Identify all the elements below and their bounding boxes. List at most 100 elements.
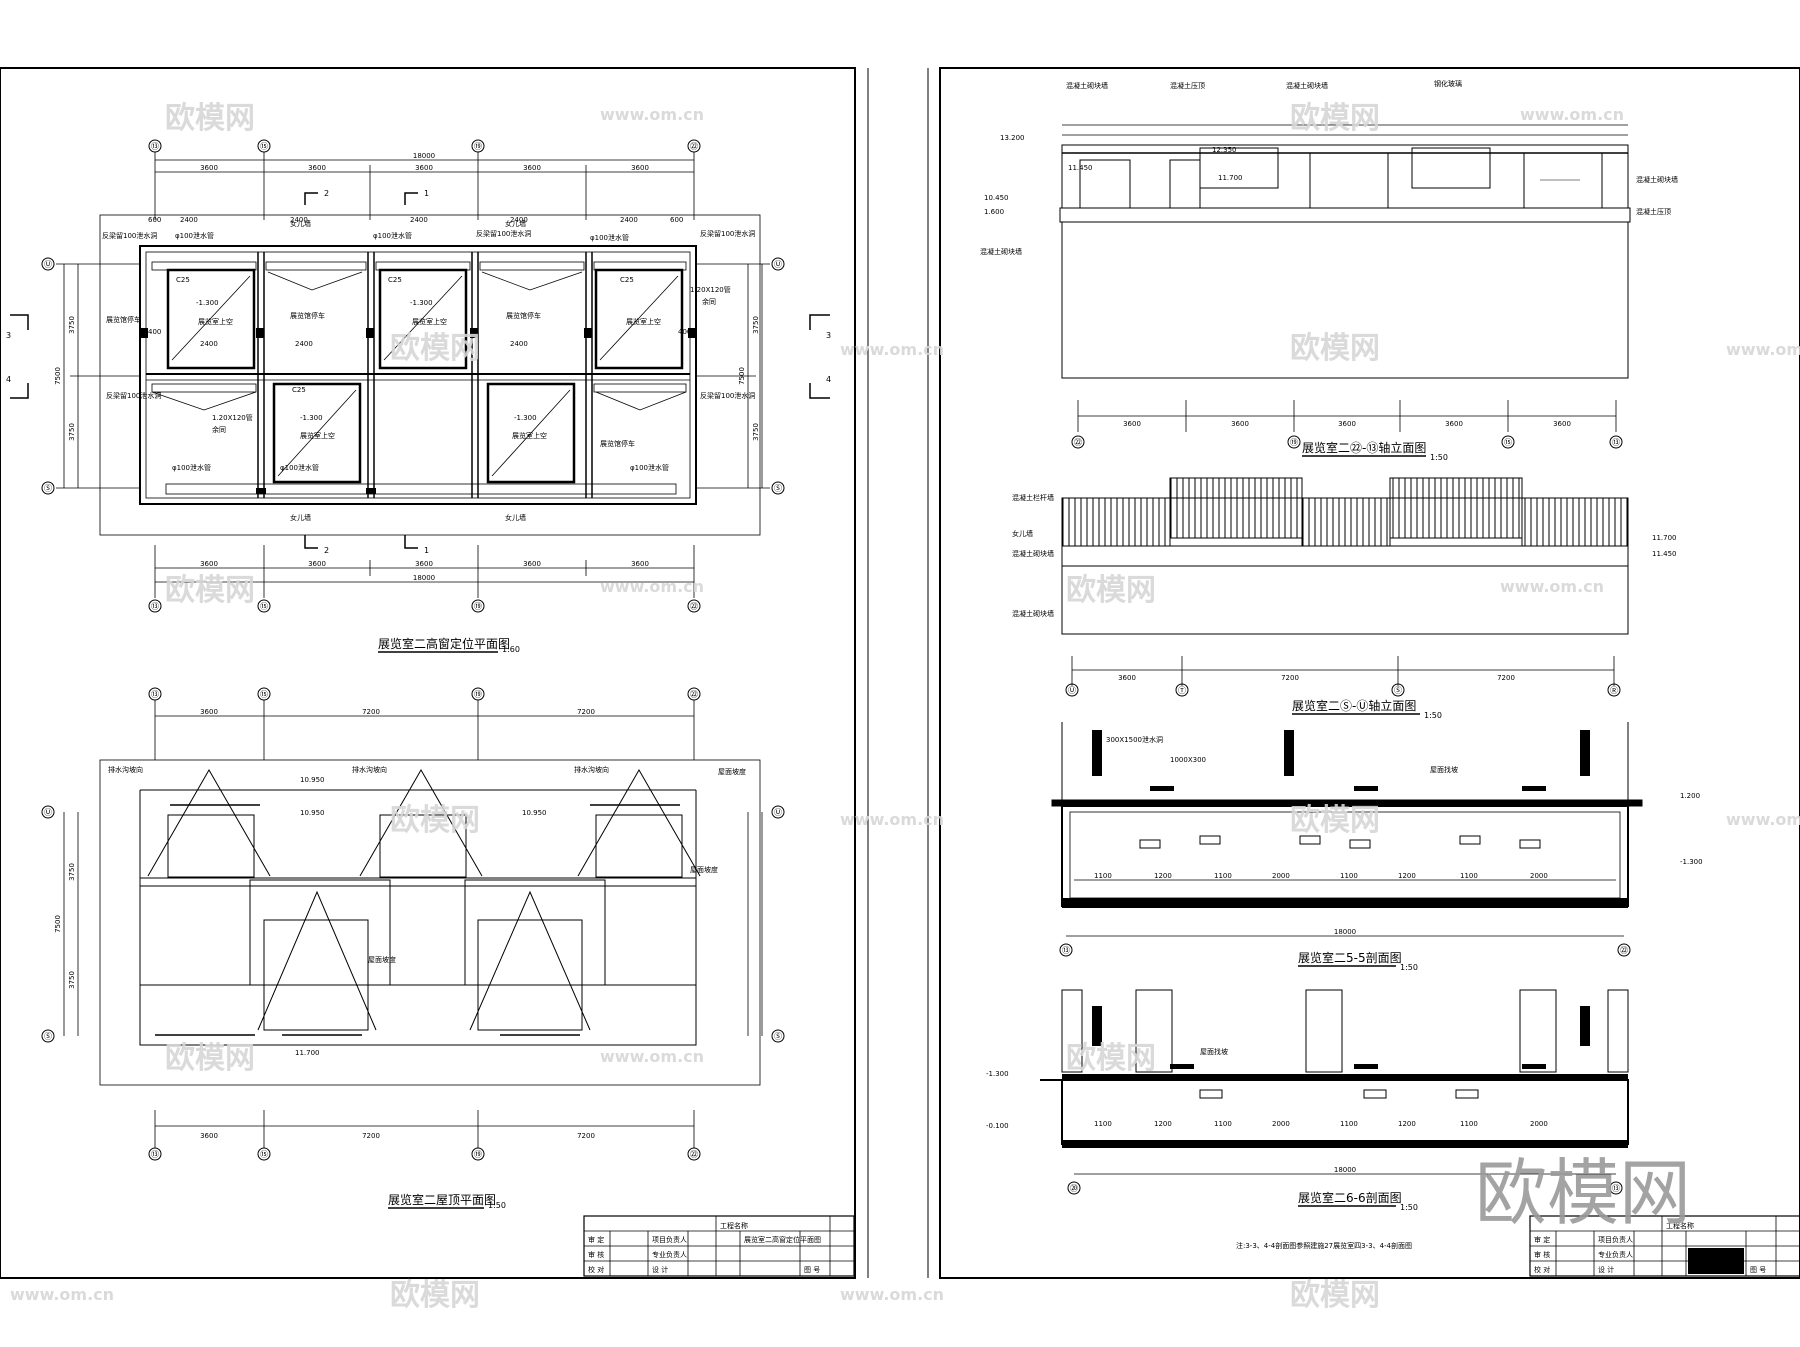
- roof-label: 屋面坡度: [690, 865, 718, 874]
- elev-1-scale: 1:50: [1430, 453, 1448, 462]
- plan-label: -1.300: [196, 299, 219, 307]
- elev-label: 混凝土栏杆墙: [1012, 493, 1054, 502]
- sec-label: -0.100: [986, 1122, 1009, 1130]
- right-title-block: 审 定 审 核 校 对 项目负责人 专业负责人 设 计 工程名称 图 号: [1529, 1215, 1800, 1277]
- elev-level: 11.700: [1218, 174, 1243, 182]
- section-5-5: 1100 1200 1100 2000 1100 1200 1100 2000 …: [1051, 722, 1703, 972]
- plan-top-title: 展览室二高窗定位平面图: [378, 636, 510, 651]
- dim: 7200: [362, 708, 380, 716]
- plan-label: 展览馆停车: [600, 439, 635, 448]
- axis-label: Ⓡ: [1610, 686, 1618, 695]
- watermark-site: www.om.cn: [1500, 577, 1604, 596]
- watermark-site: www.om.cn: [1520, 105, 1624, 124]
- section-mark: 1: [424, 189, 429, 198]
- dim: 7500: [738, 367, 746, 385]
- dim: 3750: [752, 316, 760, 334]
- dim: 3600: [415, 164, 433, 172]
- plan-label: -1.300: [300, 414, 323, 422]
- elev-2-scale: 1:50: [1424, 711, 1442, 720]
- dim: 1100: [1214, 1120, 1232, 1128]
- left-sheet: ⑬ ⑮ ⑲ ㉒ 18000 3600 3600 3600 3600 3600 2: [0, 67, 869, 1279]
- plan-label: φ100泄水管: [172, 463, 211, 472]
- axis-label: Ⓢ: [44, 484, 52, 493]
- section-mark: 3: [826, 331, 831, 340]
- roof-label: 排水沟坡向: [352, 765, 387, 774]
- dim-total: 18000: [413, 574, 435, 582]
- elev-level: 11.450: [1652, 550, 1677, 558]
- plan-label: 2400: [510, 340, 528, 348]
- section-mark: 3: [6, 331, 11, 340]
- dim: 3600: [200, 1132, 218, 1140]
- watermark-brand: 欧模网: [390, 803, 480, 838]
- watermark-site: www.om.cn: [600, 1047, 704, 1066]
- axis-label: ⑲: [474, 142, 482, 151]
- sec-label: 1000X300: [1170, 756, 1206, 764]
- sec-label: 300X1500泄水洞: [1106, 735, 1163, 744]
- dim: 1100: [1094, 1120, 1112, 1128]
- dim: 3600: [631, 560, 649, 568]
- dim: 1100: [1214, 872, 1232, 880]
- elev-level: 13.200: [1000, 134, 1025, 142]
- watermark-site: www.om.cn: [840, 810, 944, 829]
- section-6-title: 展览室二6-6剖面图: [1298, 1190, 1402, 1205]
- plan-label: 2400: [410, 216, 428, 224]
- plan-label: 反梁留100泄水洞: [476, 229, 531, 238]
- sheet-note: 注:3-3、4-4剖面图参照建施27展览室四3-3、4-4剖面图: [1236, 1241, 1412, 1250]
- plan-label: 400: [148, 328, 161, 336]
- dim-total: 18000: [413, 152, 435, 160]
- dim: 2000: [1272, 872, 1290, 880]
- title-block-project: 工程名称: [1666, 1221, 1694, 1230]
- dim: 3750: [68, 863, 76, 881]
- dim: 2000: [1272, 1120, 1290, 1128]
- dim: 2000: [1530, 872, 1548, 880]
- title-block-cell: 审 核: [1534, 1250, 1550, 1259]
- axis-label: Ⓢ: [44, 1032, 52, 1041]
- axis-label: ⑲: [474, 1150, 482, 1159]
- left-title-block: 审 定 审 核 校 对 项目负责人 专业负责人 设 计 工程名称 展览室二高窗定…: [583, 1215, 855, 1277]
- axis-label: ⑮: [260, 690, 268, 699]
- dim: 7200: [1497, 674, 1515, 682]
- elev-label: 女儿墙: [1012, 529, 1033, 538]
- plan-label: 2400: [510, 216, 528, 224]
- watermark-site: www.om.cn: [840, 340, 944, 359]
- dim: 3600: [1118, 674, 1136, 682]
- roof-label: 10.950: [300, 809, 325, 817]
- axis-label: ㉒: [690, 690, 698, 699]
- dim: 3750: [68, 423, 76, 441]
- plan-label: C25: [176, 276, 190, 284]
- title-block-cell: 设 计: [1598, 1265, 1614, 1274]
- title-block-cell: 审 定: [588, 1235, 604, 1244]
- axis-label: Ⓤ: [774, 260, 782, 269]
- dim: 3600: [415, 560, 433, 568]
- plan-label: 展览馆停车: [290, 311, 325, 320]
- elevation-1: 混凝土砌块墙 混凝土压顶 混凝土砌块墙 钢化玻璃 混凝土砌块墙 混凝土压顶 混凝…: [980, 79, 1678, 462]
- plan-label: 展览馆停车: [106, 315, 141, 324]
- title-block-cell: 校 对: [1534, 1265, 1550, 1274]
- watermark-site: www.om.cn: [840, 1285, 944, 1304]
- roof-label: 排水沟坡向: [108, 765, 143, 774]
- plan-label: 展览室上空: [512, 431, 547, 440]
- plan-label: 余同: [212, 425, 226, 434]
- sec-label: -1.300: [986, 1070, 1009, 1078]
- plan-label: C25: [388, 276, 402, 284]
- title-block-cell: 设 计: [652, 1265, 668, 1274]
- dim: 3600: [308, 560, 326, 568]
- right-sheet: 混凝土砌块墙 混凝土压顶 混凝土砌块墙 钢化玻璃 混凝土砌块墙 混凝土压顶 混凝…: [927, 67, 1800, 1279]
- title-block-no: 图 号: [804, 1266, 820, 1274]
- dim: 7200: [362, 1132, 380, 1140]
- dim: 3750: [68, 971, 76, 989]
- elev-level: 12.350: [1212, 146, 1237, 154]
- plan-label: 展览室上空: [626, 317, 661, 326]
- axis-label: ⑳: [1070, 1184, 1078, 1193]
- watermark-brand: 欧模网: [1290, 331, 1380, 366]
- dim: 3600: [523, 560, 541, 568]
- title-block-no: 图 号: [1750, 1266, 1766, 1274]
- roof-label: 屋面坡度: [368, 955, 396, 964]
- axis-label: Ⓢ: [774, 1032, 782, 1041]
- roof-label: 屋面坡度: [718, 767, 746, 776]
- watermark-site: www.om.cn: [600, 577, 704, 596]
- dim: 3600: [1338, 420, 1356, 428]
- watermark-brand: 欧模网: [165, 573, 255, 608]
- axis-label: ⑮: [260, 142, 268, 151]
